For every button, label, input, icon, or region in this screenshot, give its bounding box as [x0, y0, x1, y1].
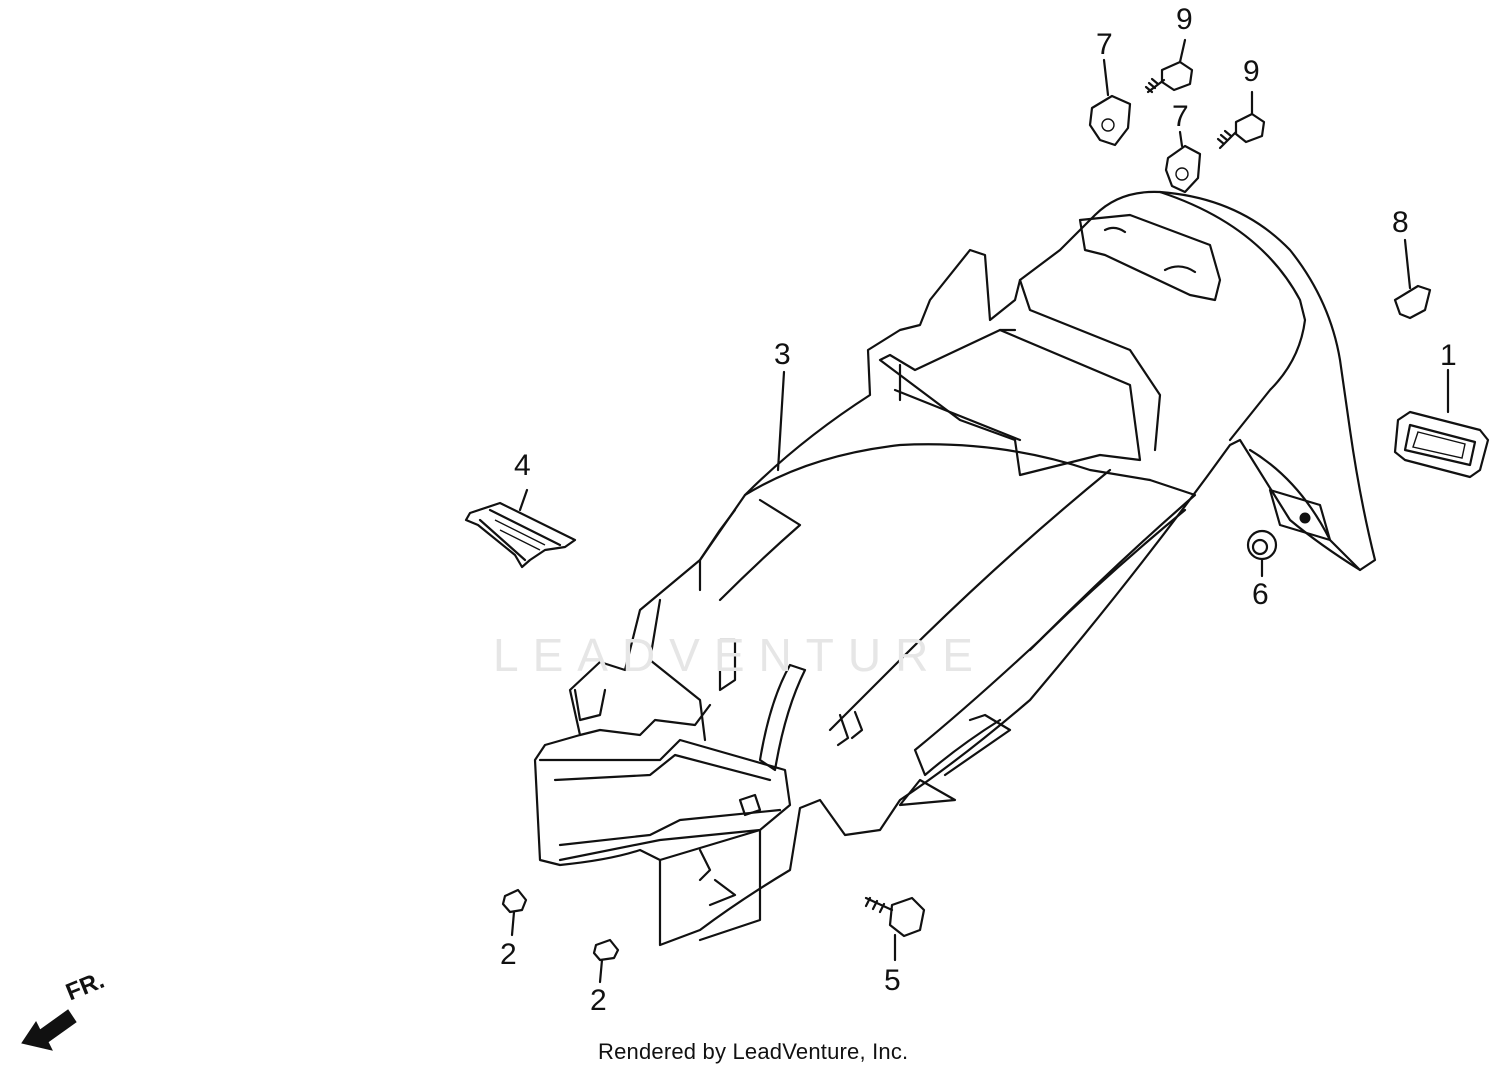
clip-part-7-upper[interactable] — [1088, 58, 1132, 147]
callout-part-9-lower: 9 — [1243, 55, 1260, 88]
callout-part-8: 8 — [1392, 206, 1409, 239]
callout-part-1: 1 — [1440, 339, 1457, 372]
footer-credit: Rendered by LeadVenture, Inc. — [598, 1039, 909, 1064]
bracket-part-4[interactable] — [464, 488, 577, 569]
callout-part-7-upper: 7 — [1096, 28, 1113, 61]
nut-part-6[interactable] — [1246, 529, 1278, 578]
reflector-part-1[interactable] — [1393, 368, 1490, 479]
cushion-part-8[interactable] — [1393, 238, 1432, 320]
clip-part-7-lower[interactable] — [1164, 130, 1202, 194]
bolt-part-9-upper[interactable] — [1144, 38, 1194, 94]
bolt-part-5[interactable] — [864, 896, 926, 962]
callout-part-5: 5 — [884, 964, 901, 997]
front-direction-arrow-icon — [21, 1009, 77, 1051]
clip-nut-part-2-left[interactable] — [501, 888, 528, 937]
watermark: LEADVENTURE — [493, 629, 987, 681]
bolt-part-9-lower[interactable] — [1216, 90, 1266, 150]
callout-part-3: 3 — [774, 338, 791, 371]
rear-fender-part-3[interactable] — [533, 190, 1377, 947]
callout-part-2-left: 2 — [500, 938, 517, 971]
callout-part-2-right: 2 — [590, 984, 607, 1017]
callout-part-6: 6 — [1252, 578, 1269, 611]
callout-part-4: 4 — [514, 449, 531, 482]
callout-part-9-upper: 9 — [1176, 3, 1193, 36]
clip-nut-part-2-right[interactable] — [592, 938, 620, 984]
callout-part-7-lower: 7 — [1172, 100, 1189, 133]
leader-part-3 — [776, 370, 786, 472]
